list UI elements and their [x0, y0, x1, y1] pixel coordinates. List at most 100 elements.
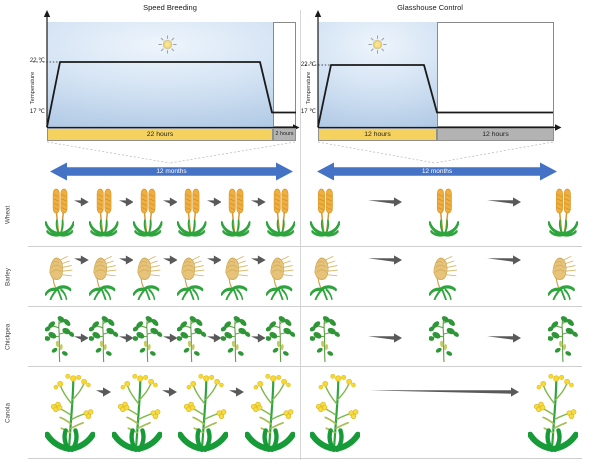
wheat-plant-icon [429, 188, 459, 238]
crop-row-canola: Canola [0, 367, 600, 459]
wheat-plant-icon [89, 188, 118, 238]
canola-plant-icon [45, 372, 95, 452]
chickpea-plant-icon [266, 315, 295, 362]
dark-period-region [437, 22, 554, 127]
light-period-region [47, 22, 273, 127]
generation-arrow-icon [118, 333, 134, 343]
generation-arrow-icon [118, 255, 134, 265]
generation-arrow-icon [74, 197, 90, 207]
dark-hours-label: 12 hours [482, 130, 509, 138]
wheat-plant-icon [177, 188, 206, 238]
light-period-region [318, 22, 437, 127]
chickpea-plant-icon [548, 315, 578, 362]
generation-arrow-icon [229, 387, 245, 397]
wheat-plant-icon [266, 188, 295, 238]
barley-plant-icon [177, 254, 206, 300]
barley-plant-icon [89, 254, 118, 300]
canola-plant-icon [112, 372, 162, 452]
generation-arrow-icon [486, 333, 521, 343]
y-axis-label: Temperature [306, 71, 312, 105]
canola-plant-icon [310, 372, 360, 452]
temp-high-tick: 22 ℃ [29, 58, 45, 64]
crop-label: Canola [4, 403, 12, 423]
crop-label: Chickpea [4, 323, 12, 351]
generation-arrow-icon [250, 255, 266, 265]
dark-hours-bar: 12 hours [437, 127, 554, 141]
zoom-guide-lines [46, 141, 296, 164]
generation-arrow-icon [206, 333, 222, 343]
crop-row-chickpea: Chickpea [0, 307, 600, 367]
light-hours-label: 12 hours [364, 130, 391, 138]
months-arrow-label: 12 months [421, 168, 453, 175]
chickpea-control-generations [310, 307, 578, 367]
barley-plant-icon [133, 254, 162, 300]
panel-title: Speed Breeding [143, 3, 197, 12]
speed-breeding-panel: Speed Breeding 22 ℃ 17 ℃ Temperature 22 … [0, 0, 300, 183]
dark-period-region [273, 22, 296, 127]
crop-row-wheat: Wheat [0, 183, 600, 247]
generation-arrow-icon [367, 255, 402, 265]
wheat-plant-icon [310, 188, 340, 238]
glasshouse-control-panel: Glasshouse Control 22 ℃ 17 ℃ Temperature… [300, 0, 600, 183]
sun-icon [368, 35, 387, 54]
canola-plant-icon [178, 372, 228, 452]
twelve-months-arrow-icon: 12 months [50, 162, 293, 181]
chickpea-plant-icon [45, 315, 74, 362]
light-hours-bar: 22 hours [47, 127, 273, 141]
temp-low-tick: 17 ℃ [300, 109, 316, 115]
temp-high-tick: 22 ℃ [300, 62, 316, 68]
barley-speed-breeding-generations [45, 247, 295, 307]
generation-arrow-icon [74, 333, 90, 343]
wheat-control-generations [310, 183, 578, 247]
crop-label: Wheat [4, 205, 12, 225]
chickpea-plant-icon [221, 315, 250, 362]
generation-arrow-icon [486, 255, 521, 265]
barley-plant-icon [45, 254, 74, 300]
crop-label: Barley [4, 268, 12, 286]
dark-hours-bar: 2 hours [273, 127, 296, 141]
wheat-plant-icon [133, 188, 162, 238]
temp-low-tick: 17 ℃ [29, 109, 45, 115]
generation-arrow-icon [162, 255, 178, 265]
generation-arrow-icon [206, 197, 222, 207]
chickpea-plant-icon [133, 315, 162, 362]
generation-arrow-icon [162, 333, 178, 343]
generation-arrow-icon [118, 197, 134, 207]
canola-plant-icon [528, 372, 578, 452]
generation-arrow-icon [162, 197, 178, 207]
wheat-plant-icon [45, 188, 74, 238]
generation-arrow-icon [250, 333, 266, 343]
dark-hours-label: 2 hours [275, 131, 294, 137]
y-axis-label: Temperature [30, 71, 36, 105]
wheat-plant-icon [548, 188, 578, 238]
chickpea-speed-breeding-generations [45, 307, 295, 367]
sun-icon [158, 35, 177, 54]
barley-plant-icon [266, 254, 295, 300]
canola-plant-icon [245, 372, 295, 452]
generation-arrow-icon [74, 255, 90, 265]
canola-control-generations [310, 367, 578, 459]
barley-control-generations [310, 247, 578, 307]
canola-speed-breeding-generations [45, 367, 295, 459]
wheat-speed-breeding-generations [45, 183, 295, 247]
crop-row-barley: Barley [0, 247, 600, 307]
chickpea-plant-icon [429, 315, 459, 362]
wheat-plant-icon [221, 188, 250, 238]
chickpea-plant-icon [89, 315, 118, 362]
twelve-months-arrow-icon: 12 months [317, 162, 557, 181]
barley-plant-icon [221, 254, 250, 300]
months-arrow-label: 12 months [156, 168, 187, 175]
barley-plant-icon [310, 254, 340, 300]
panel-title: Glasshouse Control [397, 3, 463, 12]
chickpea-plant-icon [310, 315, 340, 362]
generation-arrow-icon [486, 197, 521, 207]
generation-arrow-icon [162, 387, 178, 397]
generation-arrow-icon [95, 387, 111, 397]
barley-plant-icon [429, 254, 459, 300]
generation-arrow-icon [250, 197, 266, 207]
chickpea-plant-icon [177, 315, 206, 362]
zoom-guide-lines [317, 141, 554, 164]
barley-plant-icon [548, 254, 578, 300]
